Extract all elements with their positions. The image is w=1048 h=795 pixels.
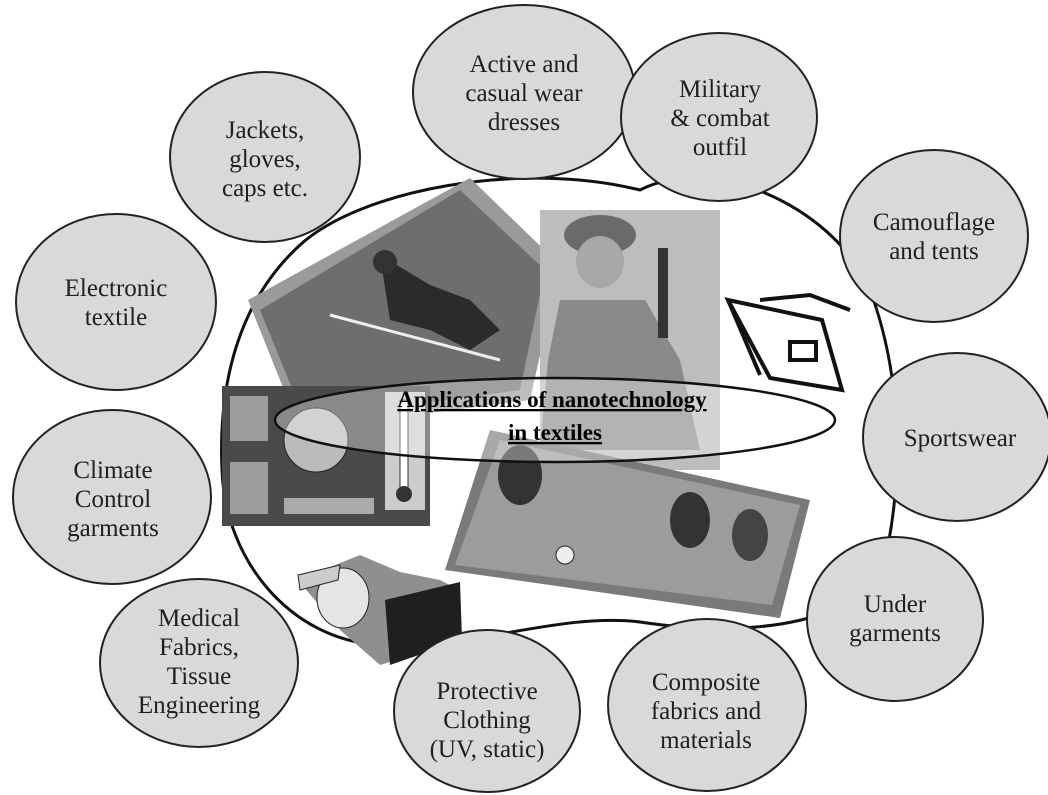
title-ellipse [273,376,837,464]
svg-text:Jackets,gloves,caps etc.: Jackets,gloves,caps etc. [222,117,308,202]
soccer-photo [445,430,810,618]
soldier-illustration [540,210,720,470]
diagram-title-line2: in textiles [508,420,602,445]
climate-control-panel [222,386,430,526]
bubble-sportswear: Sportswear [862,352,1048,522]
skier-photo [248,178,560,430]
svg-text:Sportswear: Sportswear [904,425,1017,452]
tent-sketch [724,292,851,393]
bubble-jackets-gloves-caps: Jackets,gloves,caps etc. [169,71,361,243]
diagram-title-line1: Applications of nanotechnology [397,387,707,412]
